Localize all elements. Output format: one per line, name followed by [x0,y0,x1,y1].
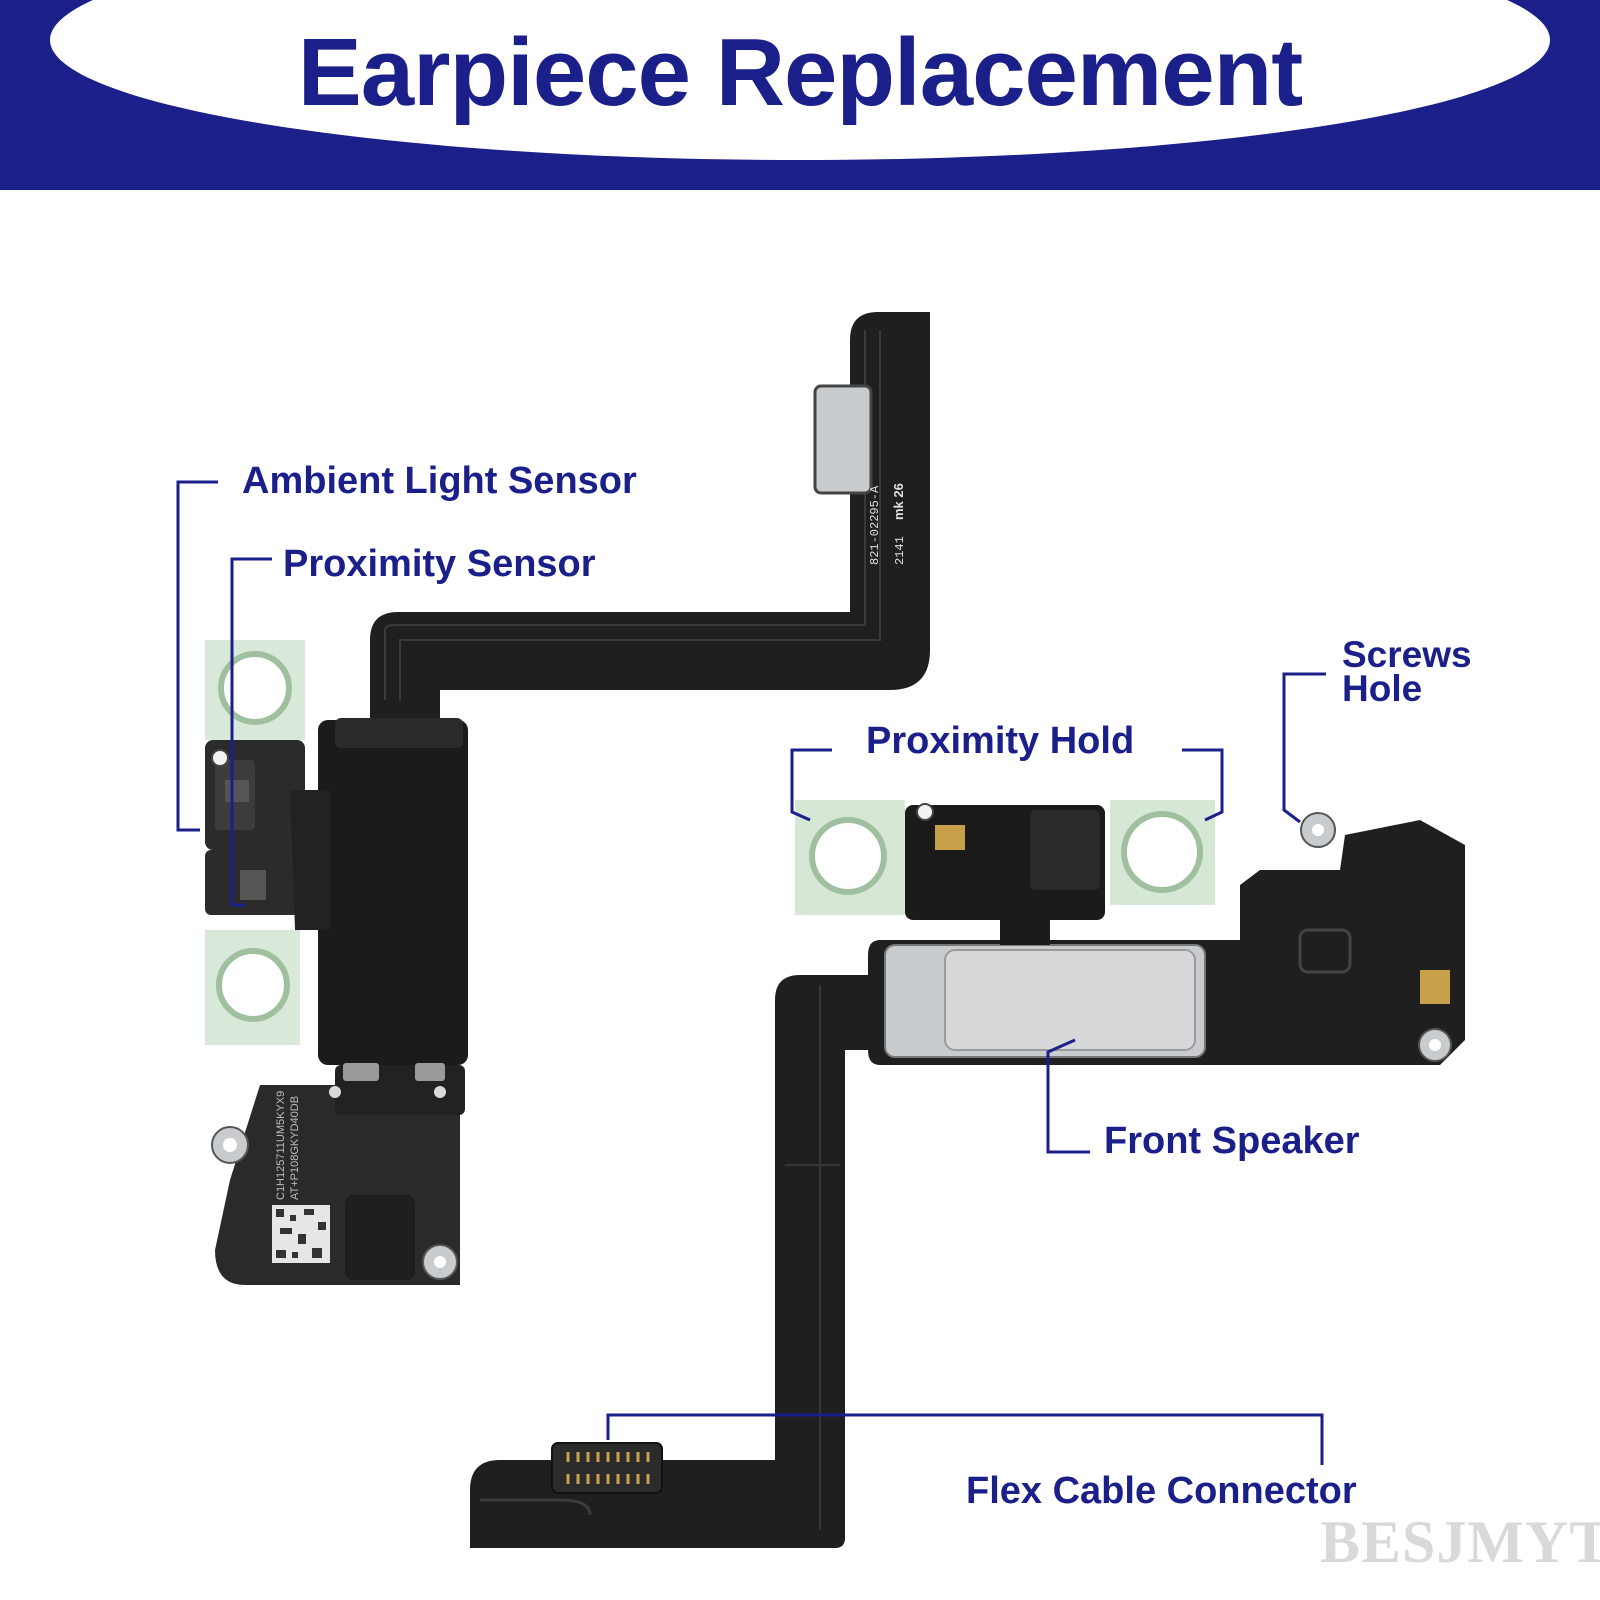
flex-date-text: 2141 [893,536,907,565]
screws-hole-label: Screws Hole [1342,634,1472,709]
ambient-light-sensor-label: Ambient Light Sensor [242,460,637,502]
left-proximity-bracket-top [205,640,305,740]
left-earpiece-assembly: 821-02295-A 2141 mk 26 [205,312,930,1285]
proximity-sensor-line [230,557,272,907]
proximity-hold-line-right [1182,748,1224,822]
right-flex-cable [470,975,875,1548]
flex-cable-connector-line [606,1413,1324,1465]
page-title: Earpiece Replacement [297,19,1304,126]
left-speaker-body [318,720,468,1065]
flex-cable-connector-label: Flex Cable Connector [966,1470,1357,1512]
screws-hole-line [1282,672,1326,824]
front-speaker-label: Front Speaker [1104,1120,1360,1162]
right-earpiece-assembly [470,800,1465,1548]
speaker-code-2: AT+P108GKYD40DB [289,1096,301,1200]
proximity-hold-label: Proximity Hold [866,720,1135,762]
proximity-sensor-label: Proximity Sensor [283,543,596,585]
left-flex-steel-tab [813,384,873,495]
ambient-light-sensor-line [176,480,218,832]
left-proximity-bracket-bottom [205,930,300,1045]
speaker-code-1: C1H125711UM5KYX9 [275,1091,287,1200]
flex-code-text: 821-02295-A [868,485,882,565]
brand-watermark: BESJMYT [1320,1509,1600,1575]
proximity-hold-bracket-right [1110,800,1215,905]
callout-lines [176,480,1326,1465]
flex-cable-connector-part [551,1442,663,1494]
flex-mark-text: mk 26 [891,483,906,520]
left-flex-cable [370,312,930,720]
front-speaker-line [1046,1038,1090,1154]
proximity-hold-bracket-left [795,800,905,915]
proximity-hold-line-left [790,748,832,822]
